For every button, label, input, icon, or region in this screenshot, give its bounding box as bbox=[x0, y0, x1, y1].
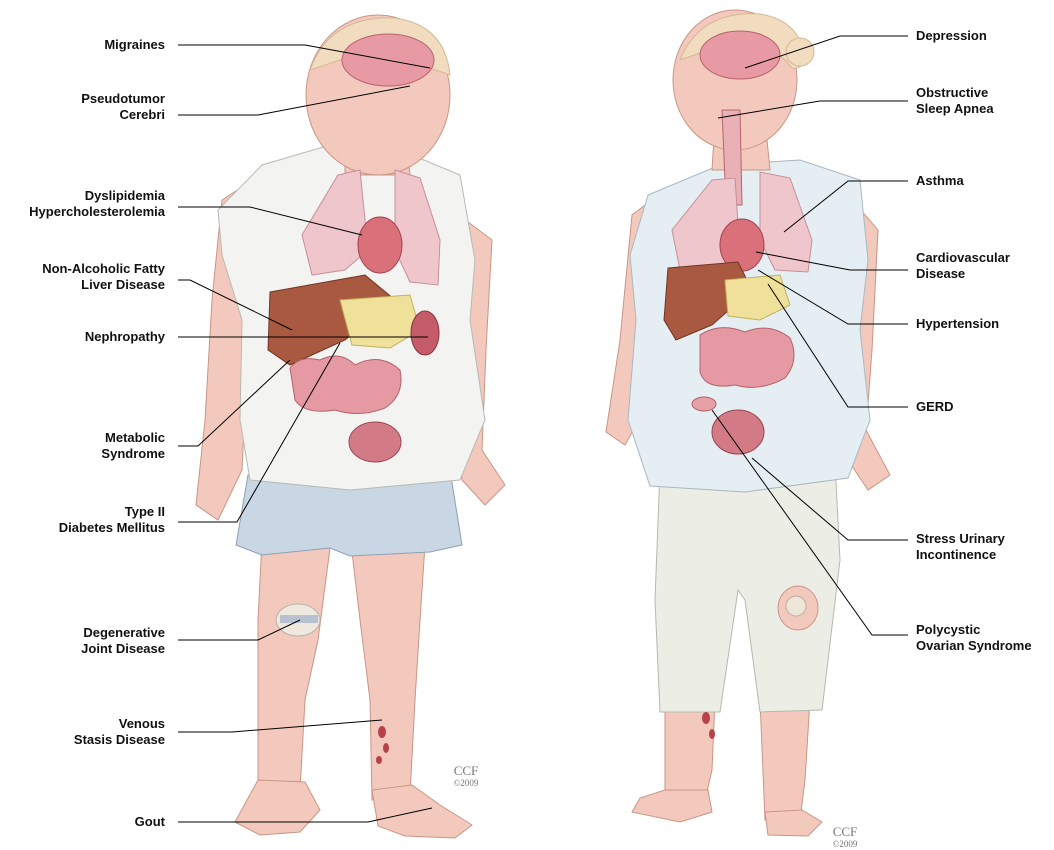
label-gerd: GERD bbox=[916, 399, 954, 415]
label-migraines: Migraines bbox=[104, 37, 165, 53]
credit-right-year: ©2009 bbox=[825, 838, 865, 850]
label-nafld-line: Liver Disease bbox=[42, 277, 165, 293]
label-pcos-line: Polycystic bbox=[916, 622, 1032, 638]
label-venous-line: Venous bbox=[74, 716, 165, 732]
label-dyslipidemia-line: Dyslipidemia bbox=[29, 188, 165, 204]
label-djd-line: Joint Disease bbox=[81, 641, 165, 657]
label-djd-line: Degenerative bbox=[81, 625, 165, 641]
right-figure-kneecap bbox=[786, 596, 806, 616]
left-figure-left-foot bbox=[372, 785, 472, 838]
label-osa-line: Obstructive bbox=[916, 85, 994, 101]
left-figure-right-foot bbox=[235, 780, 320, 835]
label-gout: Gout bbox=[135, 814, 165, 830]
left-figure-intestines bbox=[290, 356, 401, 414]
label-diabetes-line: Diabetes Mellitus bbox=[59, 520, 165, 536]
left-figure bbox=[196, 15, 505, 838]
right-figure bbox=[606, 10, 890, 836]
left-figure-right-leg bbox=[258, 540, 330, 790]
right-figure-hair-bun bbox=[786, 38, 814, 66]
label-cvd-line: Disease bbox=[916, 266, 1010, 282]
right-figure-left-foot bbox=[765, 810, 822, 836]
label-diabetes-line: Type II bbox=[59, 504, 165, 520]
left-figure-left-leg bbox=[352, 545, 425, 800]
right-figure-pants bbox=[655, 462, 840, 712]
label-asthma: Asthma bbox=[916, 173, 964, 189]
label-metabolic-line: Metabolic bbox=[101, 430, 165, 446]
label-depression: Depression bbox=[916, 28, 987, 44]
left-figure-heart bbox=[358, 217, 402, 273]
right-figure-right-foot bbox=[632, 790, 712, 822]
label-gout-line: Gout bbox=[135, 814, 165, 830]
label-metabolic-line: Syndrome bbox=[101, 446, 165, 462]
right-figure-ovary bbox=[692, 397, 716, 411]
credit-left-mark: CCF bbox=[454, 763, 479, 778]
credit-left: CCF ©2009 bbox=[446, 765, 486, 789]
label-pseudotumor-line: Cerebri bbox=[81, 107, 165, 123]
label-asthma-line: Asthma bbox=[916, 173, 964, 189]
label-nephropathy-line: Nephropathy bbox=[85, 329, 165, 345]
left-figure-bladder bbox=[349, 422, 401, 462]
label-pseudotumor-line: Pseudotumor bbox=[81, 91, 165, 107]
credit-right: CCF ©2009 bbox=[825, 826, 865, 850]
label-pcos-line: Ovarian Syndrome bbox=[916, 638, 1032, 654]
credit-right-mark: CCF bbox=[833, 824, 858, 839]
label-cvd-line: Cardiovascular bbox=[916, 250, 1010, 266]
label-venous-line: Stasis Disease bbox=[74, 732, 165, 748]
right-figure-intestines bbox=[700, 328, 794, 388]
label-sui-line: Incontinence bbox=[916, 547, 1005, 563]
label-hypertension-line: Hypertension bbox=[916, 316, 999, 332]
label-migraines-line: Migraines bbox=[104, 37, 165, 53]
label-nephropathy: Nephropathy bbox=[85, 329, 165, 345]
credit-left-year: ©2009 bbox=[446, 777, 486, 789]
label-osa-line: Sleep Apnea bbox=[916, 101, 994, 117]
label-nafld-line: Non-Alcoholic Fatty bbox=[42, 261, 165, 277]
left-figure-knee-cartilage bbox=[280, 615, 318, 623]
label-dyslipidemia-line: Hypercholesterolemia bbox=[29, 204, 165, 220]
right-figure-left-leg bbox=[760, 700, 810, 820]
left-figure-kidney bbox=[411, 311, 439, 355]
label-depression-line: Depression bbox=[916, 28, 987, 44]
label-gerd-line: GERD bbox=[916, 399, 954, 415]
label-hypertension: Hypertension bbox=[916, 316, 999, 332]
right-figure-brain bbox=[700, 31, 780, 79]
label-sui-line: Stress Urinary bbox=[916, 531, 1005, 547]
